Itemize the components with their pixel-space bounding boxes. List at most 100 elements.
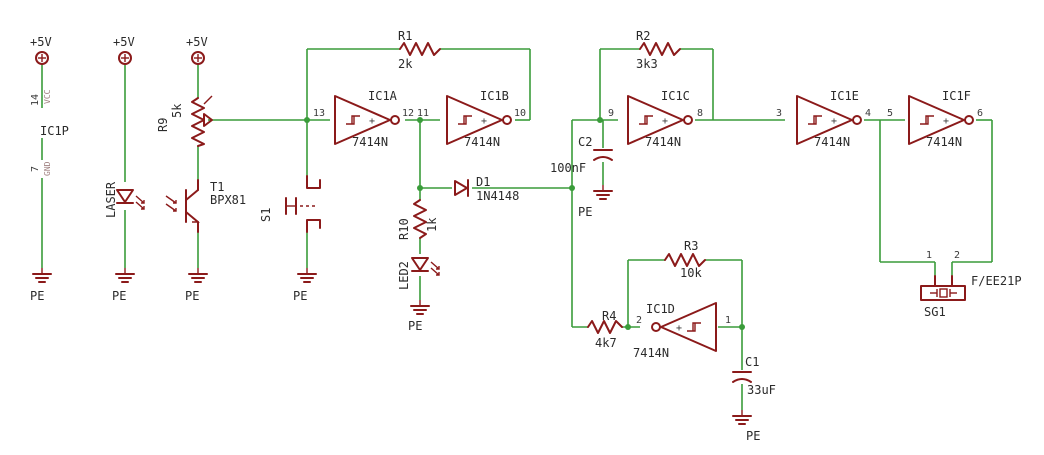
ic1e-pin-out: 4 [865,108,871,119]
led2-led: LED2 [397,254,440,290]
r4-label: R4 [602,309,616,323]
ic1p-label: IC1P [40,124,69,138]
ic1p-gnd-text: GND [43,161,52,176]
ground-symbols: PE PE PE PE PE PE PE [30,184,760,443]
laser-label: LASER [104,181,118,218]
ic1f-pin-out: 6 [977,108,983,119]
ic1e-part: 7414N [814,135,850,149]
vcc-label: +5V [186,35,208,49]
svg-text:+: + [676,323,682,334]
ground-label: PE [112,289,126,303]
ground-label: PE [293,289,307,303]
r9-value: 5k [170,103,184,118]
t1-phototransistor: T1 BPX81 [165,179,246,233]
r2-resistor: R2 3k3 [636,29,681,71]
r10-value: 1k [425,217,439,232]
sg1-buzzer: 1 2 F/EE21P SG1 [920,250,1022,319]
r4-resistor: R4 4k7 [587,309,623,350]
r10-resistor: R10 1k [397,199,439,240]
r3-resistor: R3 10k [664,239,706,280]
r10-label: R10 [397,218,411,240]
r1-value: 2k [398,57,413,71]
r3-label: R3 [684,239,698,253]
ground-symbol [410,299,430,315]
ic1c-label: IC1C [661,89,690,103]
r2-label: R2 [636,29,650,43]
ic1a-gate: + IC1A 7414N 13 12 [313,89,414,149]
r1-resistor: R1 2k [398,29,441,71]
ground-label: PE [746,429,760,443]
vcc-label: +5V [113,35,135,49]
ic1e-pin-in: 3 [776,108,782,119]
r9-potentiometer: R9 5k [156,95,213,147]
c1-label: C1 [745,355,759,369]
ic1f-part: 7414N [926,135,962,149]
sg1-value: F/EE21P [971,274,1022,288]
ic1d-part: 7414N [633,346,669,360]
ic1f-gate: + IC1F 7414N 5 6 [887,89,983,149]
vcc-symbols: +5V +5V +5V [30,35,208,65]
ic1c-part: 7414N [645,135,681,149]
ic1c-pin-in: 9 [608,108,614,119]
vcc-label: +5V [30,35,52,49]
vcc-symbol [35,51,49,65]
r1-label: R1 [398,29,412,43]
c2-label: C2 [578,135,592,149]
ground-symbol [593,184,613,200]
ground-symbol [115,267,135,283]
sg1-pin1: 1 [926,250,932,261]
ic1e-gate: + IC1E 7414N 3 4 [776,89,871,149]
t1-value: BPX81 [210,193,246,207]
ground-symbol [188,267,208,283]
junction-dot [417,117,423,123]
c2-value: 100nF [550,161,586,175]
r4-value: 4k7 [595,336,617,350]
ic1b-pin-in: 11 [417,108,429,119]
d1-label: D1 [476,175,490,189]
d1-diode: D1 1N4148 [452,175,519,203]
svg-text:+: + [481,116,487,127]
ic1b-gate: + IC1B 7414N 11 10 [417,89,526,149]
junction-dot [597,117,603,123]
s1-label: S1 [259,208,273,222]
s1-switch: S1 [259,175,321,233]
ic1d-pin-out: 2 [636,315,642,326]
ic1b-part: 7414N [464,135,500,149]
c1-capacitor: C1 33uF [732,355,776,397]
ic1a-label: IC1A [368,89,398,103]
junction-dot [625,324,631,330]
r9-label: R9 [156,118,170,132]
ground-symbol [297,267,317,283]
junction-dot [569,185,575,191]
ic1p-pin-vcc: 14 [30,94,41,106]
laser-led: LASER [104,181,145,218]
sg1-label: SG1 [924,305,946,319]
t1-label: T1 [210,180,224,194]
junction-dot [417,185,423,191]
ic1b-label: IC1B [480,89,509,103]
ground-label: PE [185,289,199,303]
vcc-symbol [118,51,132,65]
svg-text:+: + [943,116,949,127]
d1-value: 1N4148 [476,189,519,203]
ic1c-gate: + IC1C 7414N 9 8 [608,89,703,149]
svg-text:+: + [831,116,837,127]
ground-symbol [32,267,52,283]
junction-dot [739,324,745,330]
ic1d-label: IC1D [646,302,675,316]
ground-label: PE [578,205,592,219]
ground-symbol [732,409,752,425]
ground-label: PE [30,289,44,303]
r2-value: 3k3 [636,57,658,71]
junction-dots [304,117,745,330]
ic1d-gate: + IC1D 7414N 1 2 [633,302,731,360]
junction-dot [304,117,310,123]
ic1f-pin-in: 5 [887,108,893,119]
ic1a-part: 7414N [352,135,388,149]
ic1c-pin-out: 8 [697,108,703,119]
r3-value: 10k [680,266,702,280]
ic1f-label: IC1F [942,89,971,103]
ic1e-label: IC1E [830,89,859,103]
ic1p-power-block: IC1P 14 VCC 7 GND [30,89,69,178]
